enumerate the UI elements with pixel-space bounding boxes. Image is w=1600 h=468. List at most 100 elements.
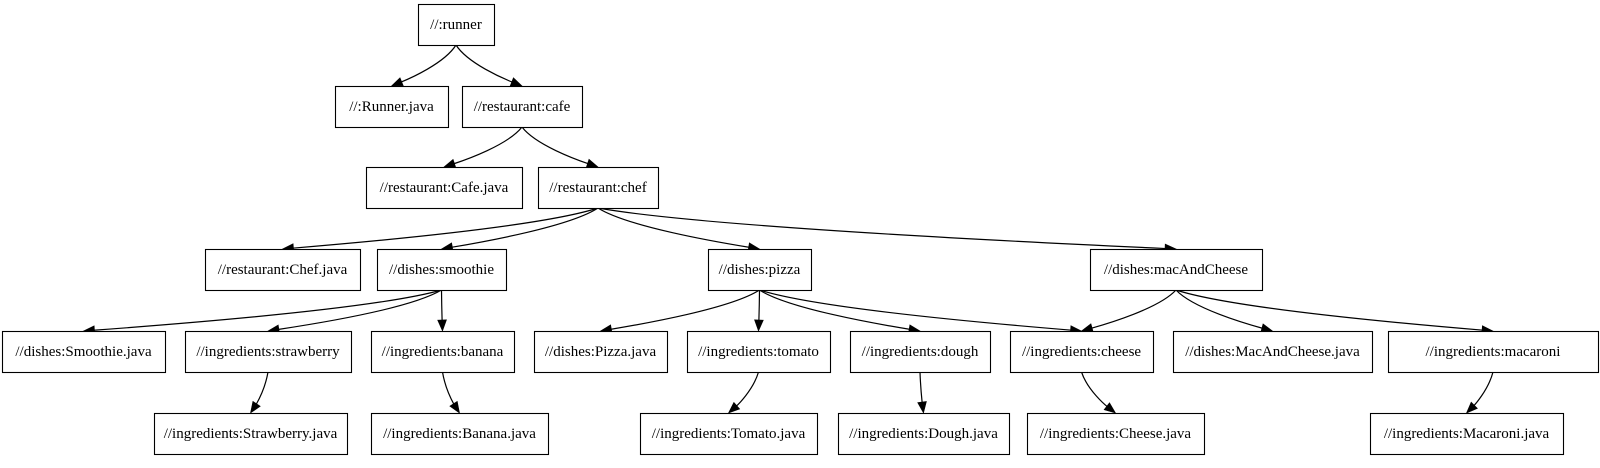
node-label: //:Runner.java: [349, 99, 434, 115]
node-border: [204, 248, 362, 292]
node-border: [837, 412, 1011, 456]
node-label: //ingredients:macaroni: [1426, 344, 1561, 360]
arrowhead-icon: [917, 401, 927, 414]
graph-node[interactable]: //ingredients:macaroni: [1387, 330, 1600, 374]
graph-edge: [281, 207, 599, 253]
edge-path: [255, 371, 269, 406]
node-border: [849, 330, 992, 374]
graph-node[interactable]: //dishes:Pizza.java: [533, 330, 669, 374]
graph-node[interactable]: //restaurant:chef: [537, 166, 660, 210]
edge-path: [453, 126, 523, 165]
edge-path: [400, 44, 457, 83]
node-border: [537, 166, 660, 210]
graph-node[interactable]: //ingredients:Tomato.java: [639, 412, 819, 456]
node-label: //ingredients:Cheese.java: [1040, 426, 1192, 442]
edge-path: [1175, 289, 1484, 331]
arrowhead-icon: [754, 319, 764, 332]
edge-path: [597, 207, 750, 248]
graph-node[interactable]: //dishes:macAndCheese: [1089, 248, 1264, 292]
arrowhead-icon: [443, 158, 457, 169]
graph-edge: [1080, 289, 1177, 333]
node-label: //ingredients:Banana.java: [383, 426, 536, 442]
graph-edge: [82, 289, 442, 336]
node-border: [1172, 330, 1374, 374]
graph-edge: [917, 371, 927, 414]
arrowhead-icon: [390, 77, 404, 87]
edge-path: [759, 289, 911, 330]
graph-edge: [455, 44, 523, 87]
edge-path: [292, 207, 599, 249]
node-border: [461, 85, 584, 129]
node-border: [370, 330, 516, 374]
graph-node[interactable]: //ingredients:Macaroni.java: [1369, 412, 1565, 456]
edge-path: [1473, 371, 1494, 407]
edge-path: [759, 289, 1072, 331]
graph-node[interactable]: //ingredients:Strawberry.java: [153, 412, 349, 456]
node-border: [533, 330, 669, 374]
edge-path: [597, 207, 1167, 250]
node-border: [334, 85, 450, 129]
node-label: //dishes:smoothie: [389, 262, 494, 278]
graph-node[interactable]: //dishes:MacAndCheese.java: [1172, 330, 1374, 374]
graph-node[interactable]: //:Runner.java: [334, 85, 450, 129]
arrowhead-icon: [509, 77, 523, 87]
arrowhead-icon: [585, 158, 599, 168]
node-border: [1369, 412, 1565, 456]
node-label: //ingredients:Strawberry.java: [164, 426, 338, 442]
node-label: //ingredients:tomato: [698, 344, 819, 360]
graph-node[interactable]: //restaurant:cafe: [461, 85, 584, 129]
node-border: [370, 412, 550, 456]
graph-edge: [443, 126, 523, 169]
edge-path: [455, 44, 513, 83]
graph-edge: [597, 207, 1177, 254]
arrowhead-icon: [727, 401, 741, 414]
node-label: //ingredients:strawberry: [196, 344, 340, 360]
edge-path: [441, 371, 455, 406]
graph-node[interactable]: //ingredients:Dough.java: [837, 412, 1011, 456]
node-border: [417, 3, 496, 47]
arrowhead-icon: [449, 400, 460, 414]
graph-node[interactable]: //restaurant:Cafe.java: [365, 166, 524, 210]
graph-node[interactable]: //dishes:smoothie: [376, 248, 508, 292]
arrowhead-icon: [1103, 402, 1117, 414]
node-label: //restaurant:Cafe.java: [380, 180, 509, 196]
graph-edge: [521, 126, 599, 168]
graph-edge: [1465, 371, 1494, 414]
node-border: [184, 330, 353, 374]
graph-node[interactable]: //dishes:Smoothie.java: [1, 330, 167, 374]
graph-edge: [441, 371, 460, 414]
edge-path: [1175, 289, 1264, 329]
node-label: //dishes:pizza: [719, 262, 801, 278]
node-border: [1009, 330, 1155, 374]
graph-node[interactable]: //ingredients:strawberry: [184, 330, 353, 374]
edge-path: [93, 289, 442, 331]
graph-edge: [599, 289, 760, 334]
graph-edge: [250, 371, 269, 414]
graph-edge: [1175, 289, 1274, 333]
edge-path: [1090, 289, 1177, 329]
edge-path: [451, 207, 599, 248]
node-border: [1026, 412, 1206, 456]
graph-node[interactable]: //ingredients:tomato: [686, 330, 832, 374]
node-label: //ingredients:dough: [862, 344, 979, 360]
node-label: //dishes:Pizza.java: [545, 344, 657, 360]
graph-node[interactable]: //ingredients:banana: [370, 330, 516, 374]
graph-node[interactable]: //restaurant:Chef.java: [204, 248, 362, 292]
node-border: [1089, 248, 1264, 292]
edge-path: [521, 126, 589, 165]
graph-edge: [754, 289, 764, 332]
node-border: [1, 330, 167, 374]
graph-node[interactable]: //:runner: [417, 3, 496, 47]
edge-path: [758, 289, 761, 322]
node-label: //dishes:macAndCheese: [1104, 262, 1248, 278]
node-label: //restaurant:cafe: [474, 99, 571, 115]
arrowhead-icon: [250, 400, 261, 414]
graph-node[interactable]: //dishes:pizza: [707, 248, 813, 292]
graph-node[interactable]: //ingredients:Cheese.java: [1026, 412, 1206, 456]
graph-node[interactable]: //ingredients:cheese: [1009, 330, 1155, 374]
edge-path: [277, 289, 442, 331]
edge-path: [610, 289, 760, 330]
graph-node[interactable]: //ingredients:Banana.java: [370, 412, 550, 456]
graph-node[interactable]: //ingredients:dough: [849, 330, 992, 374]
